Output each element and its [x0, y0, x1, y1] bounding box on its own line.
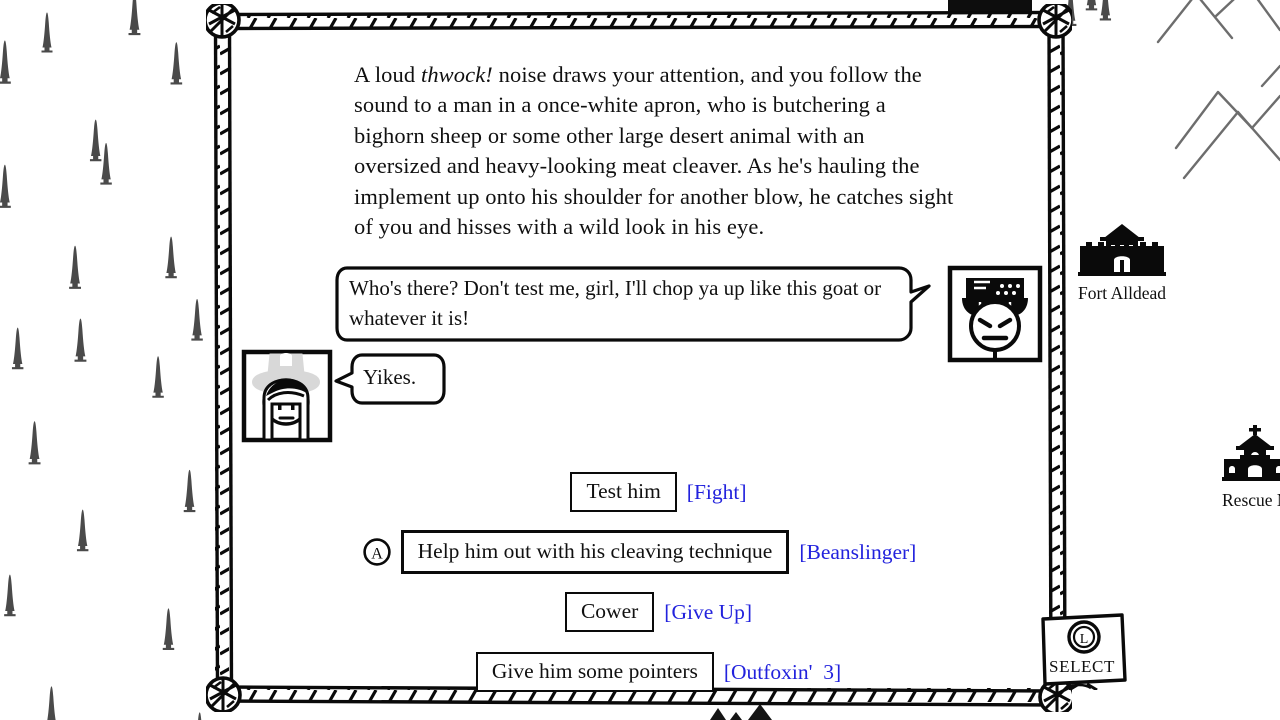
npc-bubble-shape — [335, 266, 931, 342]
narration-before: A loud — [354, 61, 421, 87]
choice-row[interactable]: Give him some pointers [Outfoxin' 3] — [222, 646, 1056, 698]
choice-tag: [Beanslinger] — [799, 539, 917, 564]
player-portrait — [240, 348, 334, 449]
angry-butcher-face-icon — [947, 265, 1043, 363]
player-speech-text: Yikes. — [363, 365, 417, 389]
choice-label[interactable]: Cower — [564, 591, 655, 633]
choice-tag: [Fight] — [686, 479, 747, 504]
choice-row[interactable]: Cower [Give Up] — [222, 586, 1056, 638]
top-black-bar — [948, 0, 1032, 14]
narration-emphasis: thwock! — [420, 61, 493, 87]
church-icon — [1196, 425, 1280, 490]
landmark-label: Rescue Mission — [1222, 490, 1280, 510]
choice-tag: [Give Up] — [664, 599, 753, 624]
narration-text: A loud thwock! noise draws your attentio… — [354, 60, 954, 244]
choice-label[interactable]: Test him — [570, 471, 677, 513]
landmark-label: Fort Alldead — [1078, 283, 1166, 303]
player-speech-bubble: Yikes. — [334, 349, 446, 414]
fort-icon — [1062, 222, 1182, 283]
svg-text:A: A — [371, 546, 383, 563]
choice-list: Test him [Fight] A Help him out with his… — [222, 466, 1056, 706]
choice-row[interactable]: Test him [Fight] — [222, 466, 1056, 518]
mountain-range-icon — [1156, 0, 1280, 180]
landmark-fort-alldead[interactable]: Fort Alldead — [1062, 222, 1182, 304]
player-girl-face-icon — [241, 349, 333, 443]
dialogue-window: A loud thwock! noise draws your attentio… — [206, 4, 1072, 712]
npc-speech-text: Who's there? Don't test me, girl, I'll c… — [349, 276, 882, 330]
npc-portrait — [946, 264, 1044, 369]
choice-row-selected[interactable]: A Help him out with his cleaving techniq… — [222, 526, 1056, 578]
choice-label[interactable]: Give him some pointers — [475, 651, 714, 693]
narration-after: noise draws your attention, and you foll… — [354, 61, 954, 240]
select-button[interactable]: L SELECT — [1039, 612, 1131, 692]
npc-speech-bubble: Who's there? Don't test me, girl, I'll c… — [333, 262, 931, 342]
bottom-peek-shapes — [710, 704, 772, 720]
choice-tag: [Outfoxin' 3] — [723, 659, 842, 684]
player-bubble-shape — [334, 353, 446, 405]
choice-label[interactable]: Help him out with his cleaving technique — [400, 529, 790, 575]
landmark-rescue-mission[interactable]: Rescue Mission — [1196, 425, 1280, 511]
a-button-icon: A — [362, 537, 392, 567]
select-button-label: SELECT — [1049, 657, 1115, 676]
select-button-glyph: L — [1080, 632, 1089, 647]
select-button-frame: L — [1041, 613, 1127, 692]
